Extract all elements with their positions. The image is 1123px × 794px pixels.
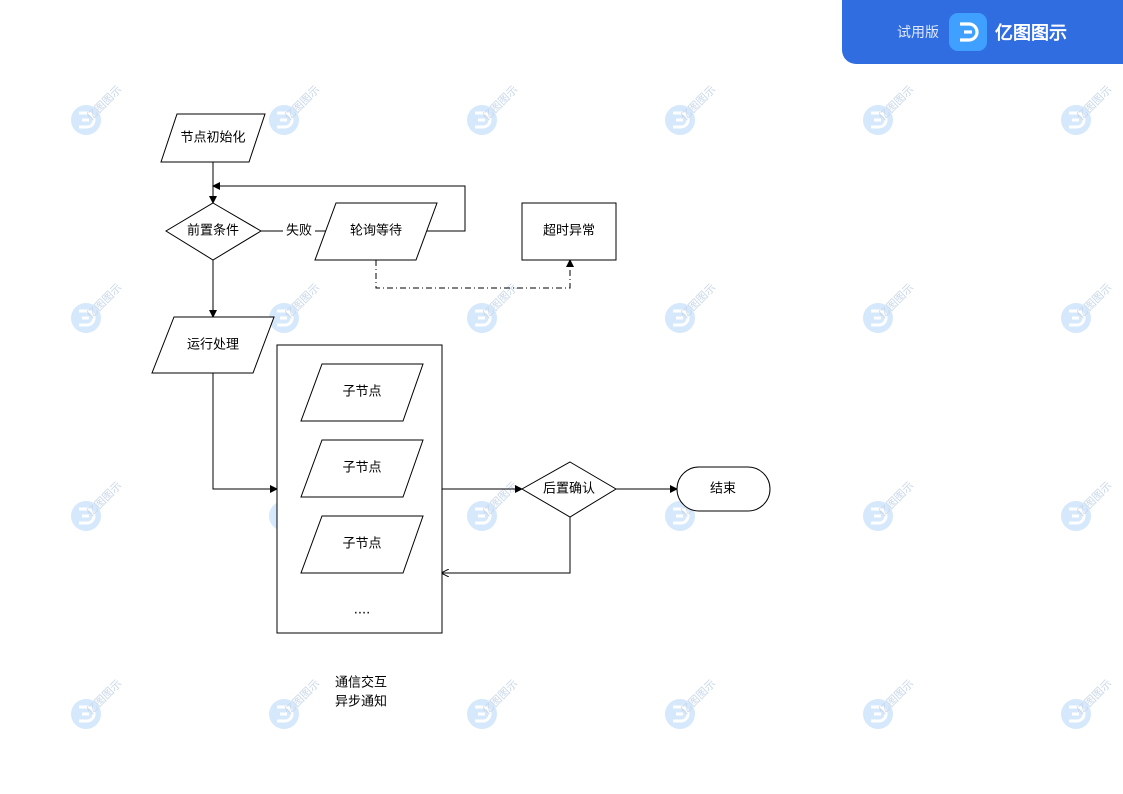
edraw-logo-icon xyxy=(71,699,101,729)
watermark: 亿图图示 xyxy=(70,479,150,546)
watermark: 亿图图示 xyxy=(664,281,744,348)
watermark: 亿图图示 xyxy=(862,479,942,546)
node-end-shape xyxy=(676,466,771,512)
edge-post-confirm-back-to-container xyxy=(442,517,571,573)
node-post-confirm-shape xyxy=(520,461,617,518)
watermark: 亿图图示 xyxy=(268,83,348,150)
watermark: 亿图图示 xyxy=(1060,677,1123,744)
watermark: 亿图图示 xyxy=(70,281,150,348)
watermark: 亿图图示 xyxy=(268,281,348,348)
caption-line-1: 通信交互 xyxy=(335,675,387,691)
node-child1-shape xyxy=(300,363,424,422)
edge-polling-to-timeout xyxy=(375,259,574,289)
watermark: 亿图图示 xyxy=(466,479,546,546)
watermark: 亿图图示 xyxy=(664,83,744,150)
node-processing-label: 运行处理 xyxy=(187,338,239,353)
node-child1-label: 子节点 xyxy=(342,385,381,400)
edraw-logo-icon xyxy=(949,13,987,51)
edraw-logo-icon xyxy=(665,699,695,729)
edraw-logo-icon xyxy=(269,303,299,333)
node-child3-label: 子节点 xyxy=(342,537,381,552)
edraw-logo-icon xyxy=(863,501,893,531)
node-child2-shape xyxy=(300,439,424,498)
edraw-logo-icon xyxy=(863,699,893,729)
watermark: 亿图图示 xyxy=(664,479,744,546)
edge-label-fail: 失败 xyxy=(286,224,312,239)
watermark: 亿图图示 xyxy=(466,677,546,744)
edraw-logo-icon xyxy=(71,303,101,333)
edraw-logo-icon xyxy=(467,501,497,531)
node-polling-label: 轮询等待 xyxy=(350,223,402,239)
edraw-logo-icon xyxy=(269,699,299,729)
watermark: 亿图图示 xyxy=(70,677,150,744)
node-processing-shape xyxy=(151,316,275,374)
watermark: 亿图图示 xyxy=(70,83,150,150)
node-precondition-label: 前置条件 xyxy=(187,223,239,239)
node-end-label: 结束 xyxy=(710,482,736,497)
watermark: 亿图图示 xyxy=(1060,479,1123,546)
edraw-logo-icon xyxy=(665,501,695,531)
node-polling-shape xyxy=(314,202,438,261)
node-precondition-shape xyxy=(165,202,262,261)
edraw-logo-icon xyxy=(863,303,893,333)
watermark: 亿图图示 xyxy=(1060,83,1123,150)
watermark: 亿图图示 xyxy=(862,281,942,348)
trial-label: 试用版 xyxy=(897,25,939,41)
caption-line-2: 异步通知 xyxy=(335,694,387,710)
node-post-confirm-label: 后置确认 xyxy=(543,482,595,497)
watermark: 亿图图示 xyxy=(862,677,942,744)
edraw-logo-icon xyxy=(863,105,893,135)
brand-banner: 试用版 亿图图示 xyxy=(842,0,1123,64)
edraw-logo-icon xyxy=(269,105,299,135)
node-ellipsis-label: .... xyxy=(354,603,371,618)
node-init-label: 节点初始化 xyxy=(180,131,245,146)
node-child3-shape xyxy=(300,515,424,574)
edraw-logo-icon xyxy=(1061,699,1091,729)
node-timeout-label: 超时异常 xyxy=(543,224,595,239)
edraw-logo-icon xyxy=(1061,105,1091,135)
edge-polling-loop-back xyxy=(212,182,466,232)
edraw-logo-icon xyxy=(1061,501,1091,531)
watermark: 亿图图示 xyxy=(1060,281,1123,348)
edraw-logo-icon xyxy=(467,105,497,135)
edge-processing-to-container xyxy=(212,373,278,493)
edraw-logo-icon xyxy=(71,105,101,135)
watermark: 亿图图示 xyxy=(466,83,546,150)
node-timeout-shape xyxy=(521,202,617,261)
watermark: 亿图图示 xyxy=(664,677,744,744)
node-child2-label: 子节点 xyxy=(342,461,381,476)
edraw-logo-icon xyxy=(665,105,695,135)
brand-name: 亿图图示 xyxy=(995,23,1067,44)
edraw-logo-icon xyxy=(1061,303,1091,333)
edraw-logo-icon xyxy=(467,699,497,729)
watermark: 亿图图示 xyxy=(268,677,348,744)
node-init-shape xyxy=(160,113,266,163)
edraw-logo-icon xyxy=(71,501,101,531)
edraw-logo-icon xyxy=(467,303,497,333)
watermark: 亿图图示 xyxy=(862,83,942,150)
watermark: 亿图图示 xyxy=(466,281,546,348)
edraw-logo-icon xyxy=(665,303,695,333)
